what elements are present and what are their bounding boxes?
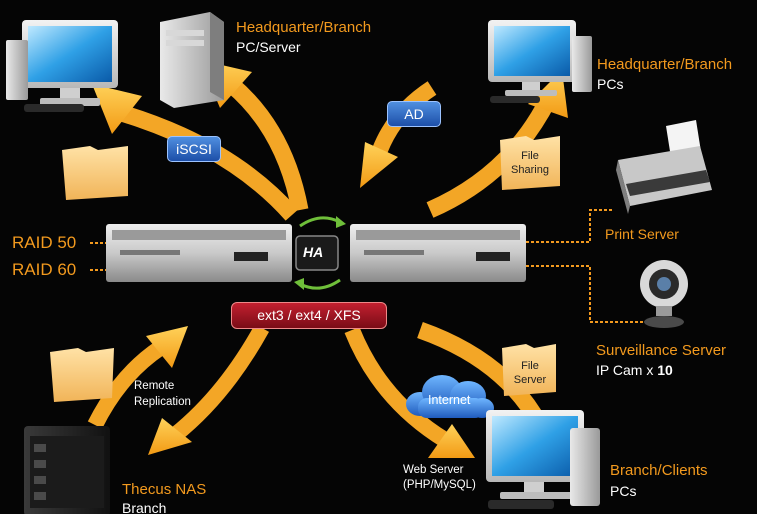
web-server-line1: Web Server	[403, 464, 464, 476]
hq-pc-server-title: Headquarter/Branch	[236, 19, 372, 36]
hq-pcs-subtitle: PCs	[597, 76, 624, 92]
folder-icon-replication	[50, 348, 114, 402]
iscsi-badge: iSCSI	[167, 136, 221, 162]
internet-label: Internet	[428, 393, 471, 407]
ipcam-count: 10	[657, 362, 673, 378]
arrow-remote-replication	[87, 326, 188, 429]
ha-label: HA	[303, 244, 324, 260]
ipcam-label: IP Cam x 10	[596, 362, 673, 378]
folder-icon-file-sharing	[500, 136, 560, 190]
arrow-to-web-server	[344, 326, 475, 458]
hq-server-icon	[160, 12, 224, 108]
branch-clients-title: Branch/Clients	[610, 462, 708, 479]
sync-arrows-icon	[294, 216, 346, 290]
rack-server-right	[350, 224, 526, 282]
ipcam-prefix: IP Cam x	[596, 362, 658, 378]
filesystem-badge: ext3 / ext4 / XFS	[231, 302, 387, 329]
peripheral-links	[526, 209, 650, 323]
print-server-label: Print Server	[605, 226, 679, 242]
thecus-nas-title: Thecus NAS	[122, 481, 207, 498]
branch-clients-subtitle: PCs	[610, 483, 637, 499]
file-server-label-line2: Server	[513, 373, 547, 386]
hq-pcs-title: Headquarter/Branch	[597, 56, 733, 73]
ad-badge: AD	[387, 101, 441, 127]
rack-server-left	[106, 224, 292, 282]
hq-pc-server-subtitle: PC/Server	[236, 39, 301, 55]
ha-badge	[295, 235, 339, 271]
arrow-to-thecus	[148, 324, 270, 455]
file-sharing-label-line2: Sharing	[511, 163, 549, 176]
file-sharing-label-line1: File	[521, 150, 539, 162]
surveillance-server-title: Surveillance Server	[596, 342, 727, 359]
printer-icon	[616, 120, 712, 214]
web-server-line2: (PHP/MySQL)	[403, 479, 476, 491]
file-sharing-label: File Sharing	[504, 150, 556, 178]
remote-label-line2: Replication	[134, 396, 191, 408]
thecus-nas-subtitle: Branch	[122, 500, 167, 514]
raid50-label: RAID 50	[12, 233, 77, 252]
raid60-label: RAID 60	[12, 260, 77, 279]
hq-pc-icon	[6, 20, 118, 112]
internet-cloud-icon	[406, 375, 494, 418]
folder-icon-topleft	[62, 146, 128, 200]
thecus-nas-icon	[24, 426, 110, 514]
branch-clients-pc-icon	[486, 410, 600, 509]
hq-pcs-icon	[488, 20, 592, 103]
remote-label-line1: Remote	[134, 380, 175, 392]
file-server-label: File Server	[506, 360, 554, 388]
file-server-label-line1: File	[521, 360, 539, 372]
ip-camera-icon	[640, 260, 688, 328]
folder-icon-file-server	[502, 344, 556, 396]
